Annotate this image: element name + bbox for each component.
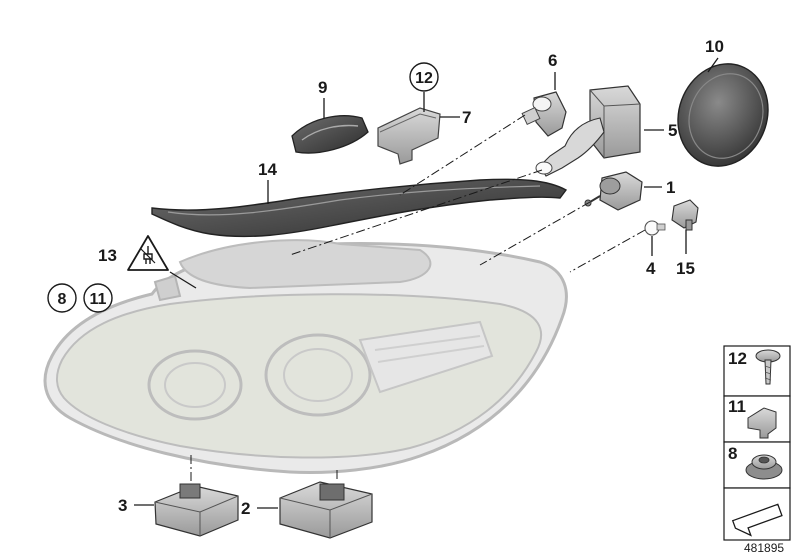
callout-11: 11 (90, 291, 107, 308)
callout-15: 15 (676, 259, 695, 278)
callout-7: 7 (462, 108, 471, 127)
arrow-icon (731, 503, 783, 537)
legend-label-8: 8 (728, 444, 737, 463)
callout-4: 4 (646, 259, 656, 278)
diagram-number: 481895 (744, 541, 784, 555)
headlight-cap-part (677, 63, 769, 167)
callout-12: 12 (415, 70, 433, 87)
callout-6: 6 (548, 51, 557, 70)
callout-5: 5 (668, 121, 677, 140)
callout-2: 2 (241, 499, 250, 518)
callout-8-circle (47, 283, 77, 313)
callout-3: 3 (118, 496, 127, 515)
bracket-part (377, 107, 441, 165)
callout-1: 1 (666, 178, 675, 197)
screw-icon (755, 349, 781, 385)
callout-10: 10 (705, 37, 724, 56)
legend-label-12: 12 (728, 349, 747, 368)
small-parts-legend: 12 11 8 (723, 345, 791, 541)
electrical-warning-triangle-icon (127, 235, 169, 271)
assembly-lines (190, 114, 646, 484)
callout-12-circle (409, 62, 439, 92)
small-bulb-part (644, 220, 666, 236)
leader-lines (134, 57, 719, 509)
bulb-socket-part (671, 199, 699, 231)
xenon-bulb-part (521, 91, 567, 137)
xenon-control-unit-part (535, 85, 641, 177)
grommet-icon (745, 454, 783, 480)
callout-14: 14 (258, 160, 277, 179)
callout-8: 8 (58, 291, 67, 308)
legend-label-11: 11 (728, 397, 746, 416)
cover-part (291, 115, 369, 154)
callout-13: 13 (98, 246, 117, 265)
leveling-motor-part (584, 171, 643, 211)
control-module-part (279, 481, 373, 539)
callout-9: 9 (318, 78, 327, 97)
callout-11-circle (83, 283, 113, 313)
headlight-assembly-icon (43, 239, 568, 474)
clip-icon (747, 407, 777, 439)
ballast-part (154, 483, 239, 537)
gasket-strip-part (151, 178, 568, 238)
